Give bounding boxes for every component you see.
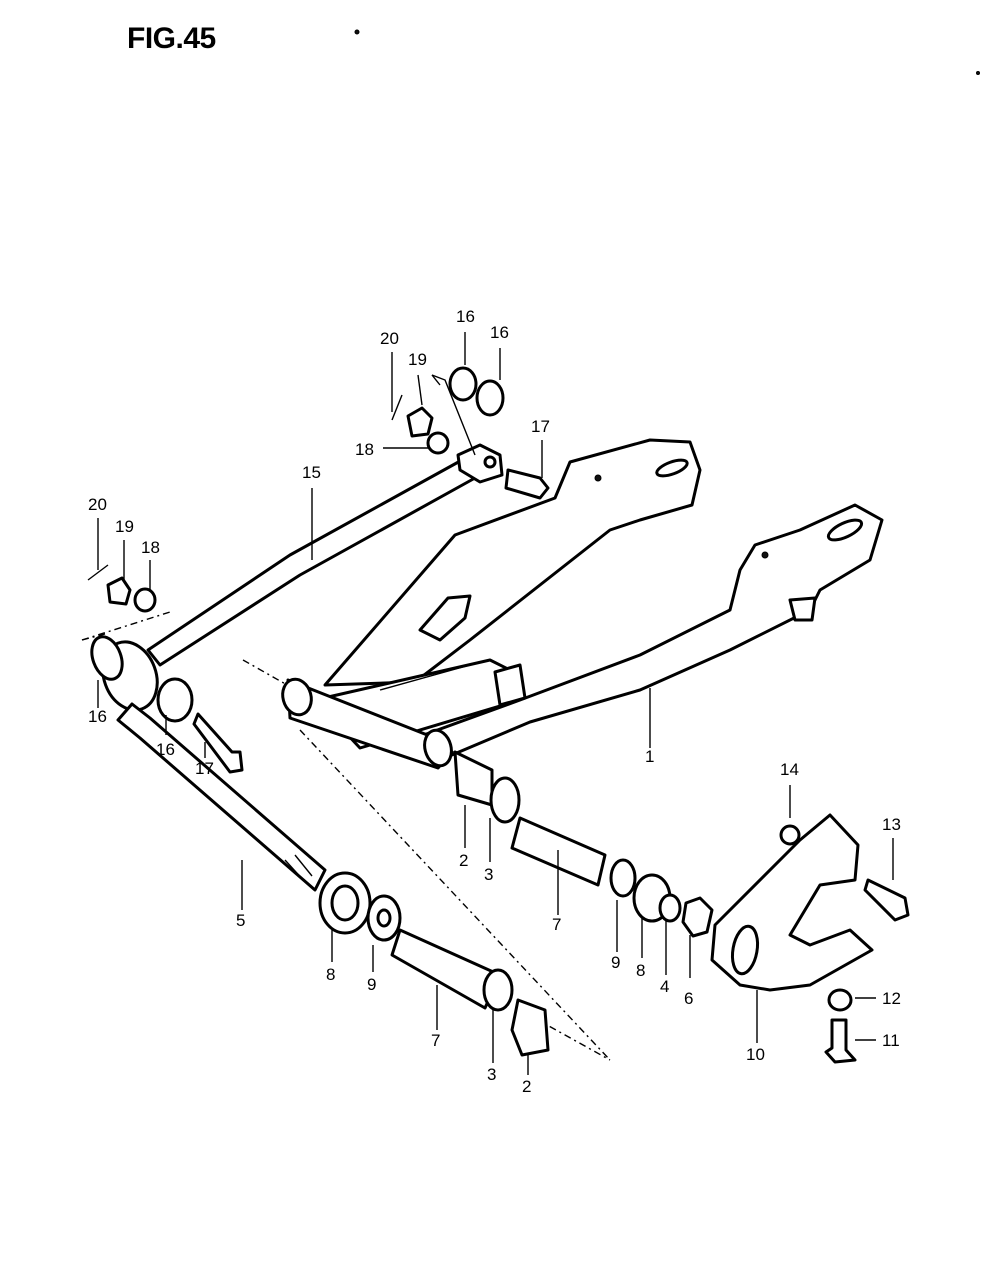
callout-14: 14 [780,760,799,779]
callout-9: 9 [611,953,620,972]
caliper-bracket [710,813,910,1064]
callout-7: 7 [552,915,561,934]
callout-7: 7 [431,1031,440,1050]
callout-8: 8 [636,961,645,980]
callout-labels: 20 19 16 16 18 17 15 20 19 18 16 16 17 1… [88,307,901,1096]
callout-13: 13 [882,815,901,834]
torque-rod [146,443,504,667]
callout-10: 10 [746,1045,765,1064]
callout-20: 20 [380,329,399,348]
bearings-and-sleeves [318,750,714,1057]
callout-19: 19 [115,517,134,536]
callout-18: 18 [355,440,374,459]
callout-9: 9 [367,975,376,994]
callout-2: 2 [522,1077,531,1096]
speck [976,71,980,75]
pivot-shaft [116,702,327,892]
callout-6: 6 [684,989,693,1008]
callout-1: 1 [645,747,654,766]
callout-5: 5 [236,911,245,930]
callout-12: 12 [882,989,901,1008]
callout-17: 17 [195,759,214,778]
callout-20: 20 [88,495,107,514]
callout-16: 16 [490,323,509,342]
callout-16: 16 [88,707,107,726]
callout-16: 16 [456,307,475,326]
callout-17: 17 [531,417,550,436]
swingarm [281,438,884,770]
callout-4: 4 [660,977,669,996]
callout-3: 3 [487,1065,496,1084]
callout-3: 3 [484,865,493,884]
callout-16: 16 [156,740,175,759]
callout-2: 2 [459,851,468,870]
bolts-nuts-washers [87,394,550,774]
callout-18: 18 [141,538,160,557]
speck [354,29,360,35]
figure-title: FIG.45 [127,22,216,55]
callout-11: 11 [882,1031,900,1050]
rubber-bushings [90,366,505,723]
callout-15: 15 [302,463,321,482]
callout-8: 8 [326,965,335,984]
callout-19: 19 [408,350,427,369]
leader-lines [97,332,894,1075]
